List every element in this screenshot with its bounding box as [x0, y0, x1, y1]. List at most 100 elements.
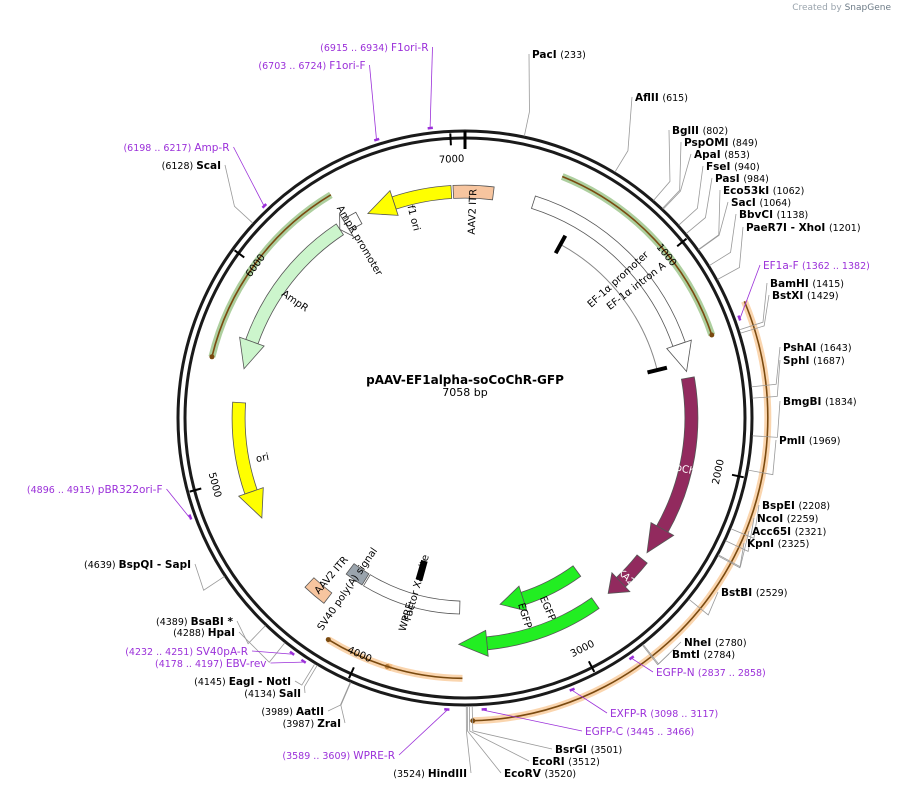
site-name: BsrGI: [555, 744, 591, 756]
primer-name: Amp-R: [194, 142, 229, 154]
primer-coordinate: (6703 .. 6724): [258, 61, 329, 72]
primer-mark: [188, 514, 193, 520]
site-label: BmtI (2784): [672, 649, 735, 661]
site-coordinate: (3987): [283, 719, 318, 730]
primer-name: WPRE-R: [353, 750, 395, 762]
feature-bar-end: [647, 365, 668, 375]
site-label: (4145) EagI - NotI: [194, 676, 291, 688]
feature-label: EGFP: [537, 595, 557, 623]
primer-leader: [233, 146, 265, 206]
site-name: PaeR7I - XhoI: [746, 222, 829, 234]
primer-name: F1ori-F: [329, 60, 365, 72]
site-coordinate: (233): [560, 50, 586, 61]
feature-body: [452, 184, 495, 201]
primer-name: F1ori-R: [391, 42, 428, 54]
site-coordinate: (4288): [173, 628, 208, 639]
tick-label: 7000: [439, 154, 465, 166]
tick-mark: [449, 133, 452, 146]
site-label: FseI (940): [706, 161, 760, 173]
outer-arc-head: [709, 332, 715, 338]
tick-label: 3000: [569, 639, 597, 660]
site-name: AflII: [635, 92, 662, 104]
site-name: PspOMI: [684, 137, 732, 149]
feature-label: AmpR: [279, 288, 310, 314]
feature-body: [231, 401, 258, 495]
primer-coordinate: (3098 .. 3117): [650, 709, 718, 720]
site-leader: [327, 682, 351, 712]
site-leader: [698, 189, 721, 250]
site-label: Acc65I (2321): [752, 526, 826, 538]
primer-leader: [739, 264, 761, 318]
plasmid-name: pAAV-EF1alpha-soCoChR-GFP: [366, 373, 564, 387]
site-name: BbvCI: [739, 209, 777, 221]
primer-leader: [572, 690, 608, 714]
site-label: (3989) AatII: [261, 706, 324, 718]
site-name: PmlI: [779, 435, 809, 447]
site-coordinate: (3512): [568, 757, 600, 768]
site-label: (4288) HpaI: [173, 627, 235, 639]
tick-mark: [731, 473, 744, 479]
primer-label: EF1a-F (1362 .. 1382): [763, 260, 870, 272]
site-leader: [725, 517, 755, 552]
site-label: (4639) BspQI - SapI: [84, 559, 191, 571]
site-leader: [304, 665, 318, 694]
site-leader: [717, 542, 745, 569]
outer-arc: [211, 194, 332, 357]
site-leader: [752, 400, 781, 438]
site-label: PshAI (1643): [783, 342, 852, 354]
site-name: SphI: [783, 355, 813, 367]
outer-arc-glow: [208, 191, 333, 358]
site-leader: [662, 141, 682, 209]
feature-body: [656, 376, 699, 533]
site-name: HindIII: [428, 768, 467, 780]
tick-label: 5000: [206, 471, 223, 498]
primer-mark: [289, 650, 295, 656]
site-label: SacI (1064): [731, 197, 791, 209]
primer-mark: [628, 655, 635, 661]
feature-label: AmpR promoter: [334, 204, 385, 279]
site-leader: [236, 620, 266, 645]
feature-body: [362, 574, 461, 615]
site-label: NcoI (2259): [757, 513, 818, 525]
site-coordinate: (3520): [544, 769, 576, 780]
primer-label: (6703 .. 6724) F1ori-F: [258, 60, 365, 72]
feature-arrowhead: [499, 585, 528, 612]
site-coordinate: (1062): [773, 186, 805, 197]
site-coordinate: (3501): [591, 745, 623, 756]
tick-mark: [348, 666, 355, 679]
site-name: PacI: [532, 49, 560, 61]
site-coordinate: (1064): [759, 198, 791, 209]
site-leader: [739, 282, 768, 331]
primer-label: EGFP-N (2837 .. 2858): [656, 667, 766, 679]
site-leader: [224, 164, 254, 224]
site-leader: [340, 682, 352, 724]
site-name: EagI - NotI: [229, 676, 291, 688]
site-coordinate: (2321): [795, 527, 827, 538]
site-name: EcoRI: [532, 756, 568, 768]
site-coordinate: (1429): [807, 291, 839, 302]
feature-body: [304, 577, 333, 604]
feature-arrowhead: [339, 212, 355, 238]
site-coordinate: (1687): [813, 356, 845, 367]
site-name: KpnI: [747, 538, 778, 550]
primer-name: EBV-rev: [226, 658, 267, 670]
site-coordinate: (853): [724, 150, 750, 161]
site-name: BmtI: [672, 649, 704, 661]
site-leader: [466, 705, 502, 774]
outer-feature-arcs: [208, 173, 772, 725]
site-name: BstBI: [721, 587, 756, 599]
feature-body: [391, 185, 453, 210]
site-label: BspEI (2208): [762, 500, 830, 512]
site-label: PasI (984): [715, 173, 769, 185]
site-label: BbvCI (1138): [739, 209, 808, 221]
site-coordinate: (940): [734, 162, 760, 173]
outer-arc-glow: [386, 663, 463, 682]
site-name: FseI: [706, 161, 734, 173]
site-leader: [685, 177, 713, 234]
site-label: BstBI (2529): [721, 587, 787, 599]
site-coordinate: (1138): [777, 210, 809, 221]
tick-mark: [189, 487, 202, 493]
feature-arrowhead: [646, 521, 675, 554]
primer-leader: [484, 709, 583, 732]
site-label: (6128) ScaI: [162, 160, 221, 172]
